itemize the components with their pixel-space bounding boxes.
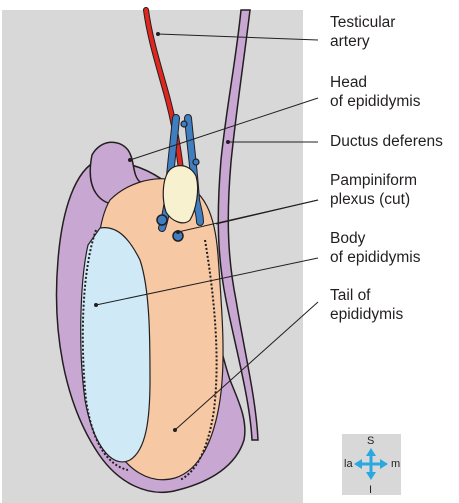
compass-bar-horizontal — [360, 463, 382, 466]
label-head-line2: of epididymis — [330, 92, 420, 111]
dot-ductus-deferens — [226, 140, 230, 144]
label-pampiniform-line2: plexus (cut) — [330, 190, 417, 209]
label-body-line1: Body — [330, 229, 420, 248]
label-tail-line2: epididymis — [330, 305, 403, 324]
compass-label-left: la — [344, 458, 353, 470]
label-body-line2: of epididymis — [330, 248, 420, 267]
dot-body-of-epididymis — [94, 303, 98, 307]
compass-label-bottom: I — [369, 484, 372, 496]
label-body-of-epididymis: Body of epididymis — [330, 229, 420, 267]
label-testicular-artery: Testicular artery — [330, 13, 395, 51]
cut-vein-end-3 — [181, 121, 187, 127]
dot-head-of-epididymis — [128, 158, 132, 162]
label-head-of-epididymis: Head of epididymis — [330, 73, 420, 111]
dot-testicular-artery — [156, 32, 160, 36]
label-pampiniform-plexus: Pampiniform plexus (cut) — [330, 171, 417, 209]
label-ductus-deferens: Ductus deferens — [330, 132, 443, 151]
compass-label-top: S — [367, 435, 374, 447]
compass-label-right: m — [391, 458, 400, 470]
label-pampiniform-line1: Pampiniform — [330, 171, 417, 190]
label-testicular-artery-line2: artery — [330, 32, 395, 51]
label-tail-line1: Tail of — [330, 286, 403, 305]
label-head-line1: Head — [330, 73, 420, 92]
cut-vein-end-4 — [193, 159, 199, 165]
label-ductus-line1: Ductus deferens — [330, 132, 443, 151]
cut-plexus — [163, 166, 197, 223]
label-testicular-artery-line1: Testicular — [330, 13, 395, 32]
label-tail-of-epididymis: Tail of epididymis — [330, 286, 403, 324]
cut-vein-end-1 — [157, 215, 167, 225]
dot-tail-of-epididymis — [173, 428, 177, 432]
dot-pampiniform — [176, 230, 180, 234]
